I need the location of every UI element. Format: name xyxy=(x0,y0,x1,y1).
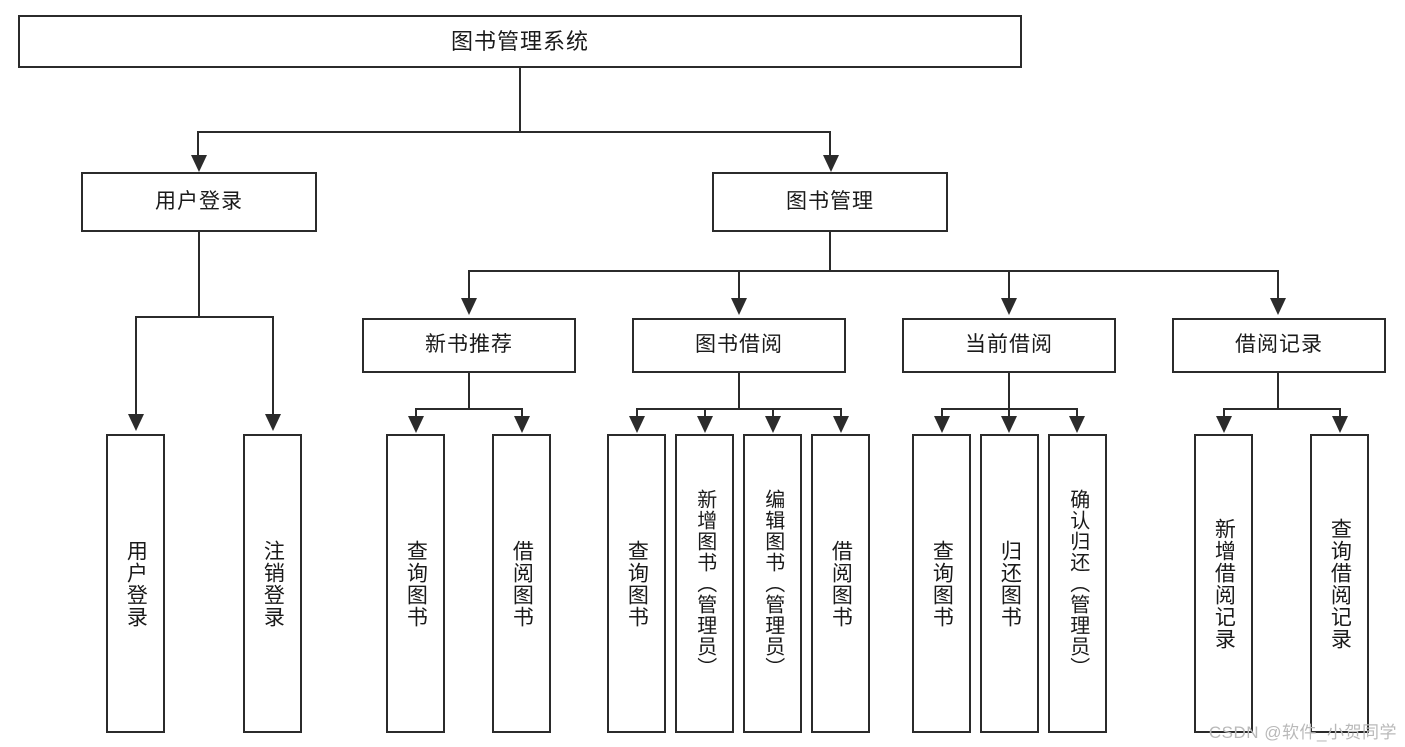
arrowhead-book-borrow-leaf-3 xyxy=(765,416,781,433)
connector-book-manage-stem xyxy=(829,232,831,270)
node-book-borrow[interactable]: 图书借阅 xyxy=(632,318,846,373)
connector-user-login-to-leaf-2 xyxy=(272,316,274,416)
connector-current-borrow-to-leaf-2 xyxy=(1008,408,1010,418)
connector-user-login-stem xyxy=(198,232,200,316)
arrowhead-new-book-leaf-2 xyxy=(514,416,530,433)
arrowhead-current-borrow-leaf-2 xyxy=(1001,416,1017,433)
leaf-query-book-borrow[interactable]: 查询图书 xyxy=(607,434,666,733)
leaf-add-book-admin[interactable]: 新增图书（管理员） xyxy=(675,434,734,733)
connector-root-bus xyxy=(197,131,831,133)
connector-book-manage-bus xyxy=(468,270,1278,272)
node-label: 借阅记录 xyxy=(1235,333,1323,357)
leaf-label: 用户登录 xyxy=(124,539,148,628)
connector-book-borrow-stem xyxy=(738,373,740,408)
leaf-label: 查询图书 xyxy=(625,539,649,628)
connector-book-borrow-to-leaf-1 xyxy=(636,408,638,418)
connector-borrow-record-bus xyxy=(1223,408,1341,410)
node-book-management-system[interactable]: 图书管理系统 xyxy=(18,15,1022,68)
connector-book-borrow-to-leaf-2 xyxy=(704,408,706,418)
connector-current-borrow-to-leaf-3 xyxy=(1076,408,1078,418)
arrowhead-book-manage xyxy=(823,155,839,172)
leaf-label: 注销登录 xyxy=(261,539,285,628)
node-current-borrow[interactable]: 当前借阅 xyxy=(902,318,1116,373)
arrowhead-book-borrow-leaf-4 xyxy=(833,416,849,433)
leaf-label: 编辑图书（管理员） xyxy=(761,489,784,678)
arrowhead-book-borrow xyxy=(731,298,747,315)
node-label: 用户登录 xyxy=(155,189,243,213)
watermark-text: CSDN @软件_小贺同学 xyxy=(1208,723,1397,742)
leaf-label: 借阅图书 xyxy=(510,539,534,628)
leaf-label: 查询图书 xyxy=(404,539,428,628)
connector-book-manage-to-borrow xyxy=(738,270,740,300)
connector-borrow-record-to-leaf-1 xyxy=(1223,408,1225,418)
leaf-logout[interactable]: 注销登录 xyxy=(243,434,302,733)
arrowhead-borrow-record-leaf-2 xyxy=(1332,416,1348,433)
connector-current-borrow-to-leaf-1 xyxy=(941,408,943,418)
connector-current-borrow-stem xyxy=(1008,373,1010,408)
connector-book-borrow-bus xyxy=(636,408,841,410)
connector-new-book-bus xyxy=(415,408,523,410)
connector-book-borrow-to-leaf-3 xyxy=(772,408,774,418)
leaf-label: 查询借阅记录 xyxy=(1328,517,1352,650)
arrowhead-current-borrow-leaf-3 xyxy=(1069,416,1085,433)
arrowhead-user-login-leaf-1 xyxy=(128,414,144,431)
leaf-label: 确认归还（管理员） xyxy=(1066,489,1089,678)
node-label: 图书管理系统 xyxy=(450,28,589,54)
connector-book-borrow-to-leaf-4 xyxy=(840,408,842,418)
leaf-label: 新增借阅记录 xyxy=(1212,517,1236,650)
leaf-label: 新增图书（管理员） xyxy=(693,489,716,678)
leaf-query-book-newbook[interactable]: 查询图书 xyxy=(386,434,445,733)
node-label: 当前借阅 xyxy=(965,333,1053,357)
connector-new-book-stem xyxy=(468,373,470,408)
arrowhead-new-book-leaf-1 xyxy=(408,416,424,433)
node-label: 图书借阅 xyxy=(695,333,783,357)
leaf-label: 查询图书 xyxy=(930,539,954,628)
connector-borrow-record-stem xyxy=(1277,373,1279,408)
leaf-edit-book-admin[interactable]: 编辑图书（管理员） xyxy=(743,434,802,733)
leaf-borrow-book-newbook[interactable]: 借阅图书 xyxy=(492,434,551,733)
node-new-book-recommend[interactable]: 新书推荐 xyxy=(362,318,576,373)
connector-book-manage-to-record xyxy=(1277,270,1279,300)
connector-root-to-user-login xyxy=(197,131,199,157)
arrowhead-user-login xyxy=(191,155,207,172)
node-borrow-record[interactable]: 借阅记录 xyxy=(1172,318,1386,373)
arrowhead-book-borrow-leaf-1 xyxy=(629,416,645,433)
arrowhead-book-borrow-leaf-2 xyxy=(697,416,713,433)
connector-book-manage-to-current xyxy=(1008,270,1010,300)
connector-user-login-to-leaf-1 xyxy=(135,316,137,416)
leaf-return-book[interactable]: 归还图书 xyxy=(980,434,1039,733)
node-book-management[interactable]: 图书管理 xyxy=(712,172,948,232)
connector-book-manage-to-new-book xyxy=(468,270,470,300)
arrowhead-current-borrow-leaf-1 xyxy=(934,416,950,433)
node-user-login[interactable]: 用户登录 xyxy=(81,172,317,232)
connector-new-book-to-leaf-1 xyxy=(415,408,417,418)
arrowhead-borrow-record xyxy=(1270,298,1286,315)
node-label: 图书管理 xyxy=(786,189,874,213)
leaf-borrow-book[interactable]: 借阅图书 xyxy=(811,434,870,733)
arrowhead-borrow-record-leaf-1 xyxy=(1216,416,1232,433)
leaf-user-login[interactable]: 用户登录 xyxy=(106,434,165,733)
leaf-add-borrow-record[interactable]: 新增借阅记录 xyxy=(1194,434,1253,733)
leaf-query-book-current[interactable]: 查询图书 xyxy=(912,434,971,733)
arrowhead-user-login-leaf-2 xyxy=(265,414,281,431)
node-label: 新书推荐 xyxy=(425,333,513,357)
arrowhead-new-book xyxy=(461,298,477,315)
connector-borrow-record-to-leaf-2 xyxy=(1339,408,1341,418)
leaf-label: 归还图书 xyxy=(998,539,1022,628)
connector-user-login-bus xyxy=(135,316,273,318)
leaf-label: 借阅图书 xyxy=(829,539,853,628)
connector-root-stem xyxy=(519,68,521,131)
connector-root-to-book-manage xyxy=(829,131,831,157)
leaf-query-borrow-record[interactable]: 查询借阅记录 xyxy=(1310,434,1369,733)
leaf-confirm-return-admin[interactable]: 确认归还（管理员） xyxy=(1048,434,1107,733)
connector-new-book-to-leaf-2 xyxy=(521,408,523,418)
arrowhead-current-borrow xyxy=(1001,298,1017,315)
